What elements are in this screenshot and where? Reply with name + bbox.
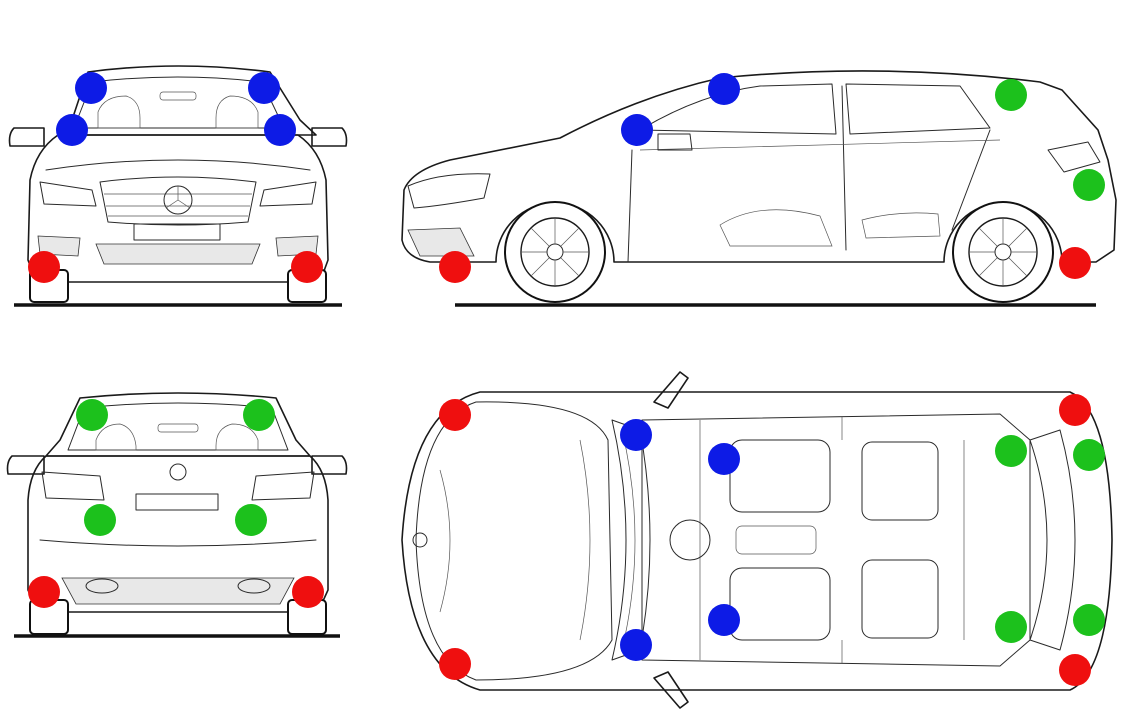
rear-view-red-marker-1 (28, 576, 60, 608)
top-view-red-marker-1 (439, 399, 471, 431)
rear-exhaust-left (85, 578, 119, 594)
front-license-plate (133, 223, 221, 241)
side-view-red-marker-1 (439, 251, 471, 283)
rear-star-emblem (169, 463, 187, 481)
top-front-seat-right (729, 567, 831, 641)
front-fog-left (37, 235, 81, 257)
top-center-console (735, 525, 817, 555)
rear-view-green-marker-2 (243, 399, 275, 431)
marker-layer (28, 72, 1105, 686)
front-view-blue-marker-4 (264, 114, 296, 146)
front-headlight-left (39, 181, 97, 207)
front-view-red-marker-1 (28, 251, 60, 283)
rear-view-red-marker-2 (292, 576, 324, 608)
front-view-blue-marker-1 (75, 72, 107, 104)
rear-license-plate (135, 493, 219, 511)
top-view-green-marker-3 (995, 611, 1027, 643)
rear-view (6, 392, 348, 638)
rear-taillight-right (251, 471, 315, 501)
rear-right-mirror (311, 455, 348, 475)
side-taillight (1047, 141, 1101, 173)
top-front-seat-left (729, 439, 831, 513)
front-view (8, 65, 348, 307)
top-view-blue-marker-2 (708, 443, 740, 475)
side-driver-seat (719, 209, 833, 247)
top-view-green-marker-1 (995, 435, 1027, 467)
front-seat-left (97, 95, 141, 129)
top-view-blue-marker-3 (708, 604, 740, 636)
front-roof-outline (57, 65, 317, 136)
top-steering-wheel (669, 519, 711, 561)
rear-left-mirror (6, 455, 45, 475)
rear-view-green-marker-1 (76, 399, 108, 431)
rear-view-green-marker-4 (235, 504, 267, 536)
top-windshield (611, 419, 651, 661)
side-view-blue-marker-1 (708, 73, 740, 105)
rear-view-green-marker-3 (84, 504, 116, 536)
top-front-emblem (412, 532, 428, 548)
top-rear-seat-right (861, 559, 939, 639)
top-view-red-marker-3 (439, 648, 471, 680)
top-view-green-marker-2 (1073, 439, 1105, 471)
side-rear-window (845, 83, 991, 135)
rear-exhaust-right (237, 578, 271, 594)
rear-roof-outline (45, 392, 311, 457)
front-view-blue-marker-3 (56, 114, 88, 146)
front-fog-right (275, 235, 319, 257)
side-front-door-line (627, 149, 633, 263)
top-rear-seat-left (861, 441, 939, 521)
top-rear-glass (1029, 429, 1076, 651)
front-headlight-right (259, 181, 317, 207)
top-view-red-marker-2 (1059, 394, 1091, 426)
front-view-blue-marker-2 (248, 72, 280, 104)
side-view-blue-marker-2 (621, 114, 653, 146)
side-view (401, 70, 1117, 307)
top-view (401, 371, 1113, 709)
top-view-blue-marker-1 (620, 419, 652, 451)
front-right-mirror (311, 127, 348, 147)
rear-taillight-left (41, 471, 105, 501)
side-view-red-marker-2 (1059, 247, 1091, 279)
top-left-mirror (653, 371, 689, 409)
front-lower-grille (95, 243, 261, 265)
side-b-pillar (841, 85, 847, 251)
top-right-mirror (653, 671, 689, 709)
side-view-green-marker-2 (1073, 169, 1105, 201)
top-body-outline (401, 391, 1113, 691)
top-hood (415, 401, 613, 681)
top-view-red-marker-4 (1059, 654, 1091, 686)
side-front-intake (407, 227, 475, 257)
side-rear-door-line (951, 129, 991, 231)
top-view-green-marker-4 (1073, 604, 1105, 636)
rear-view-mirror (159, 91, 197, 101)
side-headlight (407, 173, 491, 209)
front-view-red-marker-2 (291, 251, 323, 283)
top-view-blue-marker-4 (620, 629, 652, 661)
side-view-green-marker-1 (995, 79, 1027, 111)
front-seat-right (215, 95, 259, 129)
rear-diffuser (61, 577, 295, 605)
side-rear-seat (861, 212, 941, 239)
front-left-mirror (8, 127, 45, 147)
side-mirror (657, 133, 693, 151)
hood-line (45, 159, 311, 171)
front-grille (99, 176, 257, 226)
